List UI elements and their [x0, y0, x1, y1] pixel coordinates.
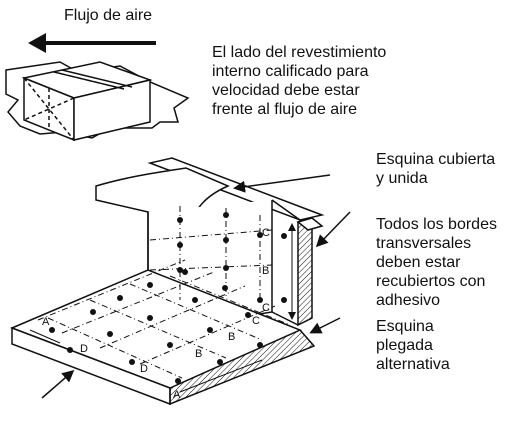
covered-joined-corner-note: Esquina cubierta y unida: [376, 151, 496, 187]
dim-label-c-3: C: [262, 227, 270, 239]
airflow-arrow: [28, 33, 156, 53]
dim-label-b-3: B: [262, 265, 269, 277]
dim-label-c-2: C: [262, 302, 270, 314]
dim-label-b-2: B: [228, 331, 235, 343]
dim-label-a-2: A: [173, 389, 181, 401]
velocity-rated-side-note: El lado del revestimiento interno califi…: [212, 44, 387, 118]
small-duct-sketch: [5, 61, 190, 142]
dim-label-d-1: D: [80, 343, 88, 355]
airflow-label: Flujo de aire: [64, 7, 153, 24]
dim-label-c-1: C: [252, 315, 260, 327]
duct-section-drawing: [9, 157, 351, 406]
alternative-folded-corner-note: Esquina plegada alternativa: [376, 318, 450, 373]
dim-label-b-1: B: [195, 348, 202, 360]
dim-label-a-1: A: [42, 316, 50, 328]
dimension-labels: A A D D B B B C C C: [42, 227, 270, 401]
transverse-edges-adhesive-note: Todos los bordes transversales deben est…: [376, 216, 497, 309]
dim-label-d-2: D: [140, 363, 148, 375]
